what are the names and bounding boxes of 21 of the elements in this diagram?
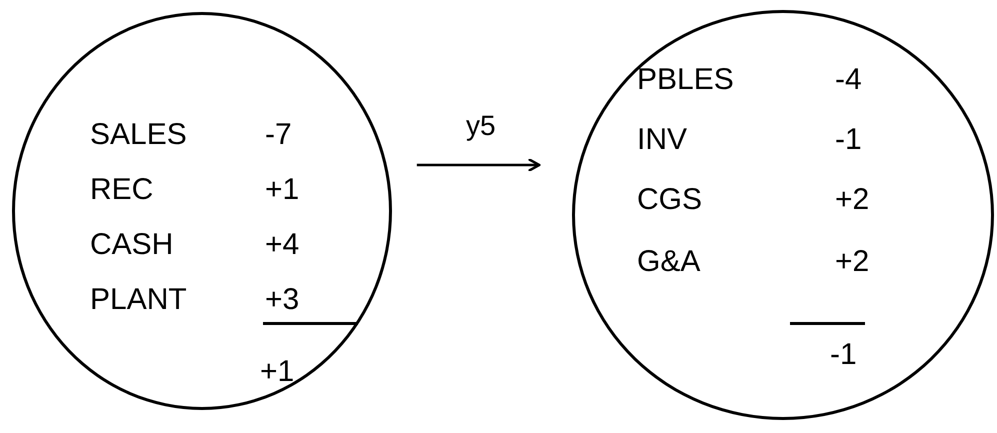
amount-text: -4 xyxy=(835,65,862,95)
amount-text: -1 xyxy=(830,340,857,370)
amount-text: +3 xyxy=(265,285,300,315)
amount-text: -1 xyxy=(835,125,862,155)
arrow xyxy=(416,158,541,172)
amount-text: +1 xyxy=(260,357,294,387)
amount-text: +2 xyxy=(835,185,870,215)
amount-text: -7 xyxy=(265,120,292,150)
account-text: PLANT xyxy=(90,285,187,315)
account-text: G&A xyxy=(637,247,700,277)
circle xyxy=(572,10,994,420)
amount-text: +2 xyxy=(835,247,870,277)
circle xyxy=(12,12,392,410)
amount-text: +4 xyxy=(265,230,300,260)
account-text: INV xyxy=(637,125,688,155)
account-text: SALES xyxy=(90,120,187,150)
amount-text: +1 xyxy=(265,175,300,205)
account-text: CGS xyxy=(637,185,702,215)
account-text: PBLES xyxy=(637,65,734,95)
account-text: CASH xyxy=(90,230,174,260)
account-text: REC xyxy=(90,175,154,205)
